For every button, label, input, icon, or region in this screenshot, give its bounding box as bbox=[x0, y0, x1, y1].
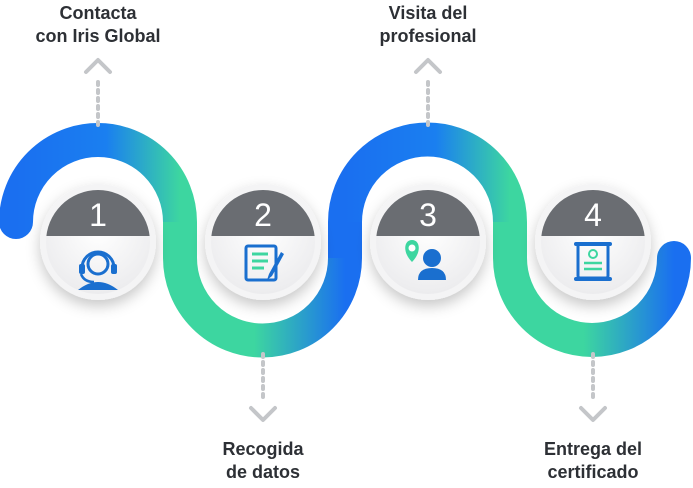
step-label-line: Entrega del bbox=[543, 439, 643, 459]
step-label-line: de datos bbox=[225, 462, 300, 482]
location-person-icon bbox=[405, 240, 446, 280]
arrow-up-icon bbox=[84, 58, 112, 74]
wave-arc-4 bbox=[493, 241, 691, 357]
step-label-line: con Iris Global bbox=[35, 26, 161, 46]
step-1: 1 bbox=[40, 184, 156, 300]
step-label-line: Recogida bbox=[222, 439, 304, 459]
wave-arc-2 bbox=[163, 257, 362, 358]
step-number: 3 bbox=[419, 197, 437, 233]
step-2: 2 bbox=[205, 184, 321, 300]
connector-2 bbox=[249, 352, 277, 422]
connector-3 bbox=[414, 58, 442, 132]
step-label-1: Contacta con Iris Global bbox=[0, 2, 198, 48]
arrow-down-icon bbox=[249, 406, 277, 422]
step-label-line: profesional bbox=[379, 26, 477, 46]
step-number: 1 bbox=[89, 197, 107, 233]
step-3: 3 bbox=[370, 184, 486, 300]
step-label-line: Visita del bbox=[388, 3, 468, 23]
headset-icon bbox=[78, 250, 118, 290]
connector-4 bbox=[579, 352, 607, 422]
arrow-up-icon bbox=[414, 58, 442, 74]
wave-path bbox=[0, 122, 691, 358]
step-label-line: certificado bbox=[547, 462, 639, 482]
step-label-4: Entrega del certificado bbox=[493, 438, 693, 484]
form-document-icon bbox=[244, 244, 284, 282]
certificate-icon bbox=[574, 242, 612, 281]
step-number: 4 bbox=[584, 197, 602, 233]
wave-arc-1 bbox=[0, 123, 197, 239]
wave-arc-3 bbox=[328, 122, 527, 223]
step-label-2: Recogida de datos bbox=[163, 438, 363, 484]
step-label-line: Contacta bbox=[59, 3, 137, 23]
step-number: 2 bbox=[254, 197, 272, 233]
step-label-3: Visita del profesional bbox=[328, 2, 528, 48]
connector-1 bbox=[84, 58, 112, 132]
arrow-down-icon bbox=[579, 406, 607, 422]
step-4: 4 bbox=[535, 184, 651, 300]
